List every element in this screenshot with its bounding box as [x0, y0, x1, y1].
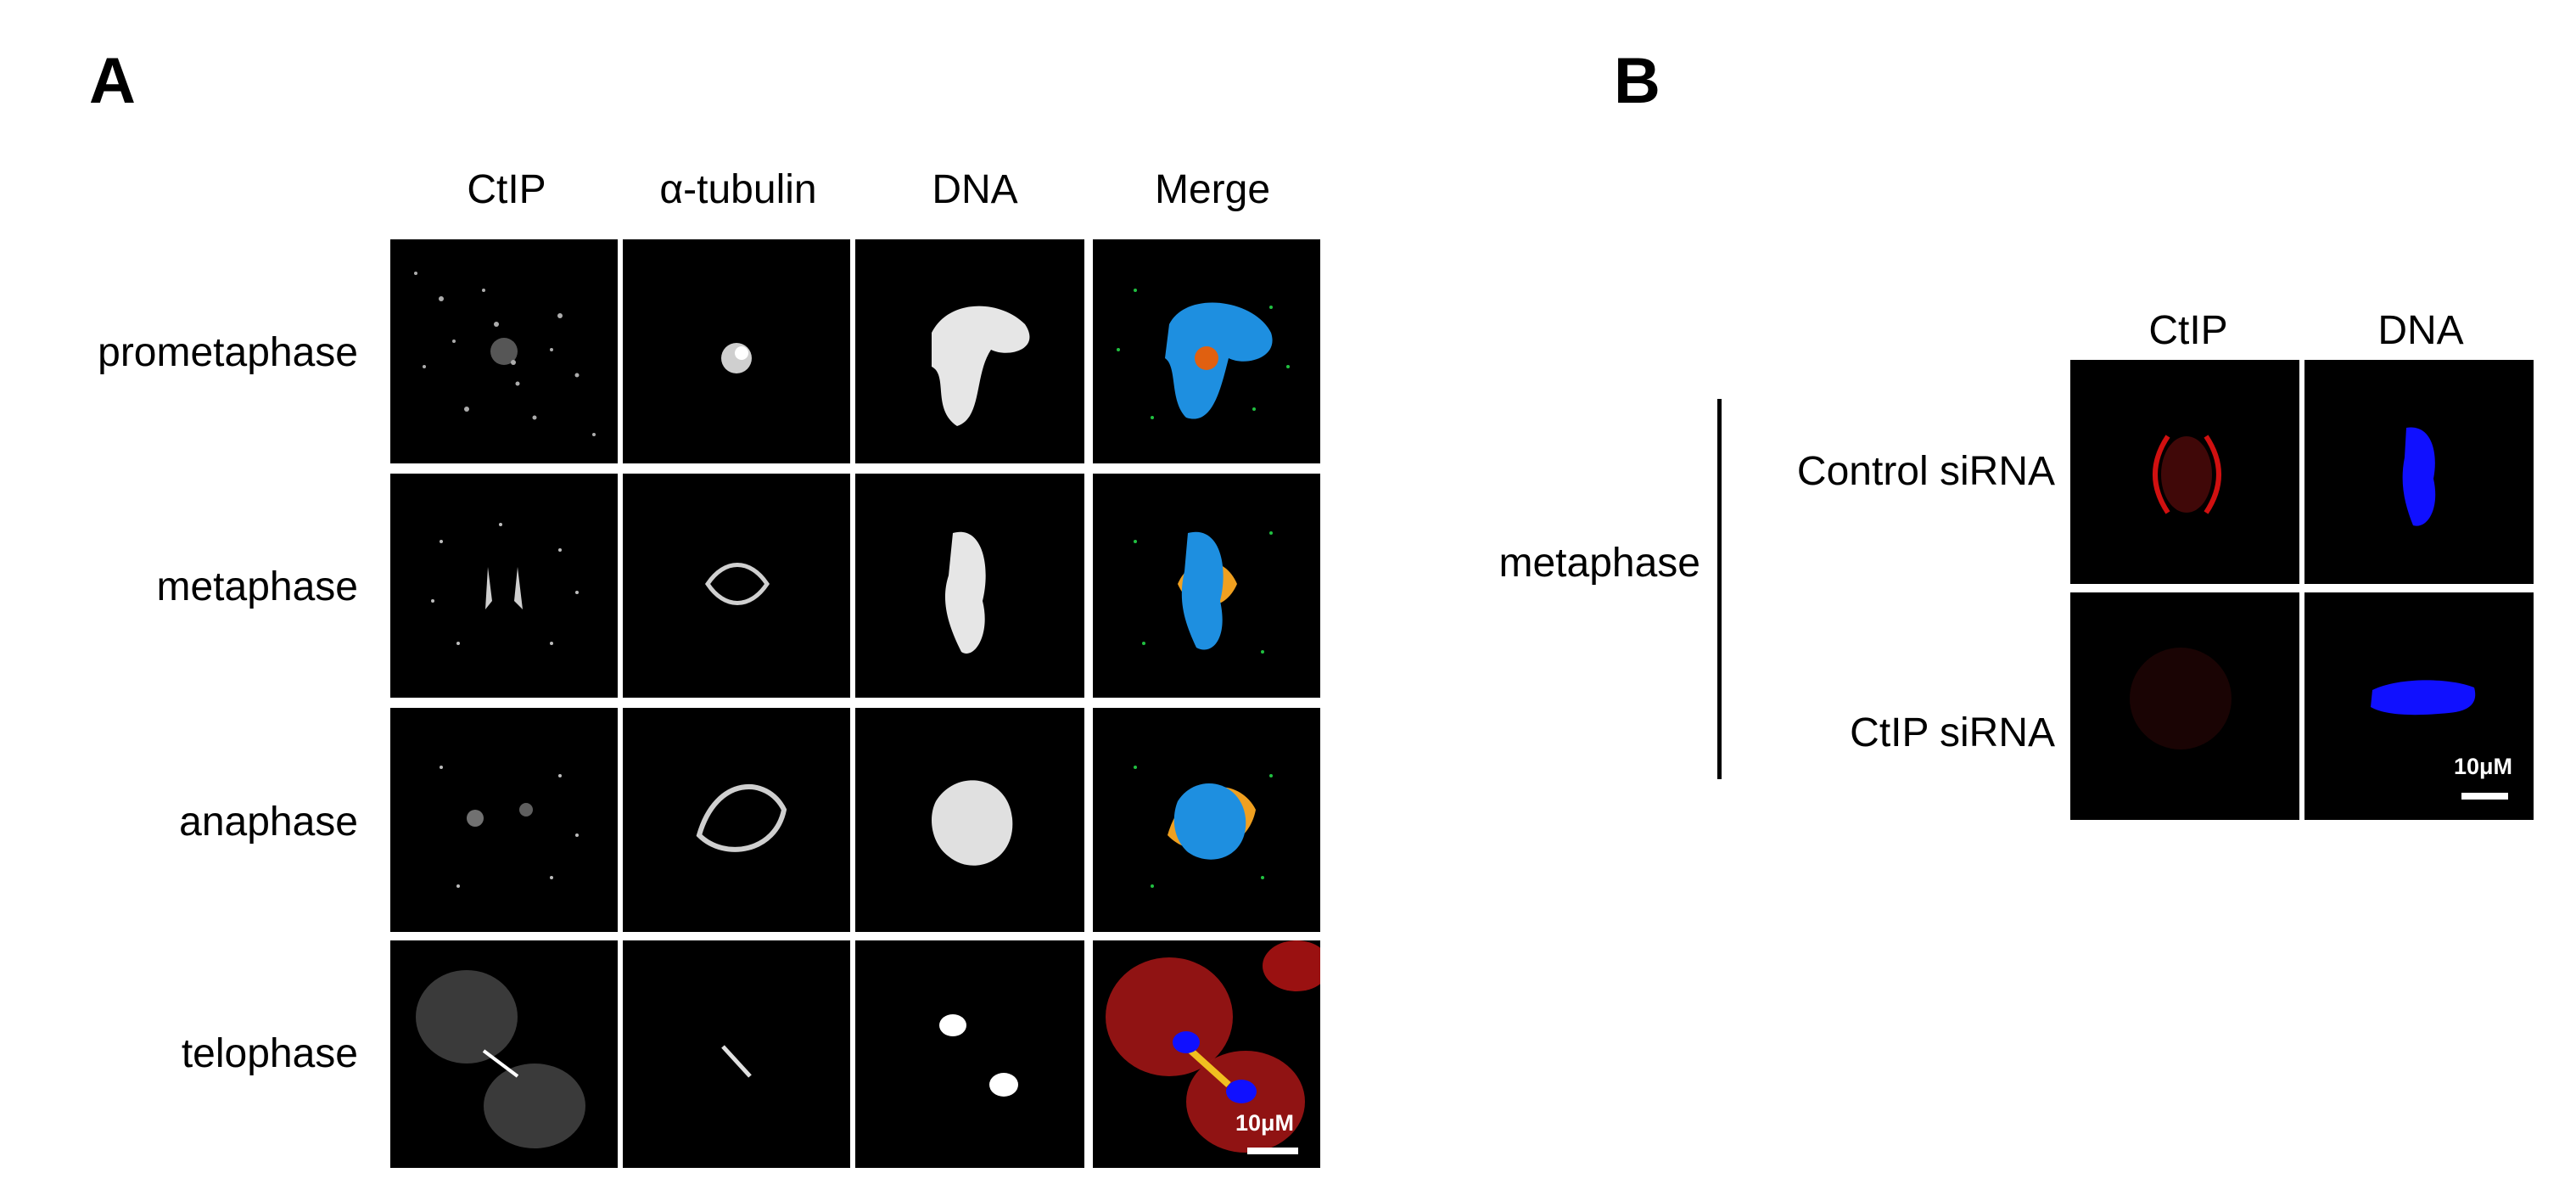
row-label-anaphase: anaphase: [179, 800, 358, 845]
row-label-prometaphase: prometaphase: [98, 330, 358, 375]
col-header-merge: Merge: [1154, 167, 1271, 212]
col-header-tubulin: α-tubulin: [659, 167, 817, 212]
col-header-ctip: CtIP: [467, 167, 546, 212]
row-label-ctip-sirna: CtIP siRNA: [1850, 710, 2055, 755]
b-col-header-dna: DNA: [2377, 308, 2464, 353]
row-label-metaphase: metaphase: [156, 564, 359, 609]
image-merge-prometaphase: [1093, 239, 1320, 463]
group-bracket: [1717, 399, 1722, 779]
b-col-header-ctip: CtIP: [2148, 308, 2228, 353]
image-dna-prometaphase: [855, 239, 1084, 463]
image-tubulin-metaphase: [623, 474, 850, 698]
image-ctip-metaphase: [390, 474, 618, 698]
image-merge-metaphase: [1093, 474, 1320, 698]
image-merge-telophase: 10μM: [1093, 940, 1320, 1168]
row-label-control-sirna: Control siRNA: [1796, 449, 2055, 494]
image-tubulin-telophase: [623, 940, 850, 1168]
row-label-telophase: telophase: [181, 1031, 358, 1076]
scale-bar-label-b: 10μM: [2454, 754, 2513, 779]
scale-bar-b: [2461, 793, 2508, 800]
image-b-ctip-ctip-sirna: [2070, 592, 2299, 820]
group-label-metaphase: metaphase: [1498, 541, 1701, 586]
panel-b-label: B: [1614, 45, 1660, 117]
image-ctip-telophase: [390, 940, 618, 1168]
panel-a-label: A: [89, 45, 136, 117]
col-header-dna: DNA: [932, 167, 1018, 212]
image-ctip-prometaphase: [390, 239, 618, 463]
image-b-ctip-control: [2070, 360, 2299, 584]
scale-bar-label-a: 10μM: [1235, 1110, 1295, 1136]
image-dna-telophase: [855, 940, 1084, 1168]
image-b-dna-ctip-sirna: 10μM: [2304, 592, 2534, 820]
image-tubulin-anaphase: [623, 708, 850, 932]
image-tubulin-prometaphase: [623, 239, 850, 463]
image-ctip-anaphase: [390, 708, 618, 932]
image-b-dna-control: [2304, 360, 2534, 584]
image-dna-metaphase: [855, 474, 1084, 698]
image-merge-anaphase: [1093, 708, 1320, 932]
scale-bar-a: [1247, 1148, 1298, 1154]
image-dna-anaphase: [855, 708, 1084, 932]
